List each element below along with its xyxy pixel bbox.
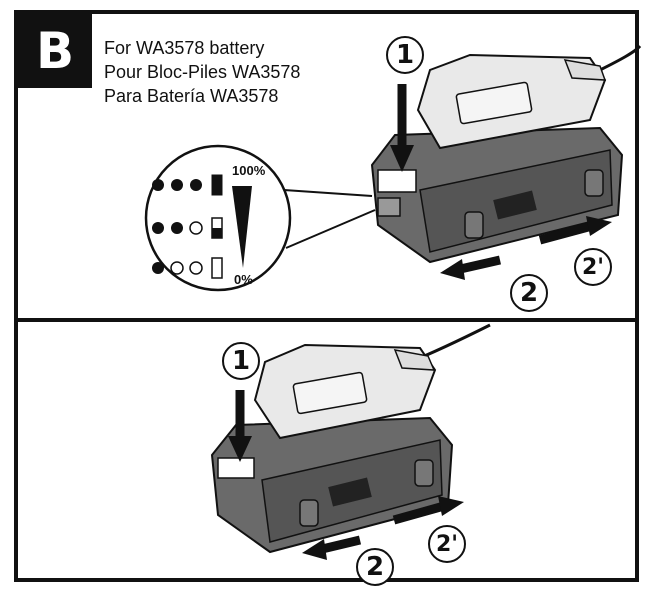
step-slide-left-top: 2 [510, 274, 548, 312]
caption-french: Pour Bloc-Piles WA3578 [104, 62, 301, 82]
section-badge [18, 14, 92, 88]
caption-spanish: Para Batería WA3578 [104, 86, 279, 106]
charge-wedge [232, 186, 252, 268]
step-press-bottom: 1 [222, 342, 260, 380]
bottom-battery-assembly [210, 323, 491, 554]
charge-level-low [152, 257, 223, 279]
panel-divider [14, 318, 639, 322]
step-slide-right-top: 2' [574, 248, 612, 286]
top-battery-assembly [370, 44, 642, 264]
charge-level-medium [152, 217, 223, 239]
caption-english: For WA3578 battery [104, 38, 265, 58]
charge-level-full [152, 174, 223, 196]
step-slide-right-bottom: 2' [428, 525, 466, 563]
section-letter: B [35, 22, 75, 80]
step-slide-left-bottom: 2 [356, 548, 394, 586]
charge-empty-label: 0% [234, 272, 253, 287]
charge-full-label: 100% [232, 163, 266, 178]
step-press-top: 1 [386, 36, 424, 74]
